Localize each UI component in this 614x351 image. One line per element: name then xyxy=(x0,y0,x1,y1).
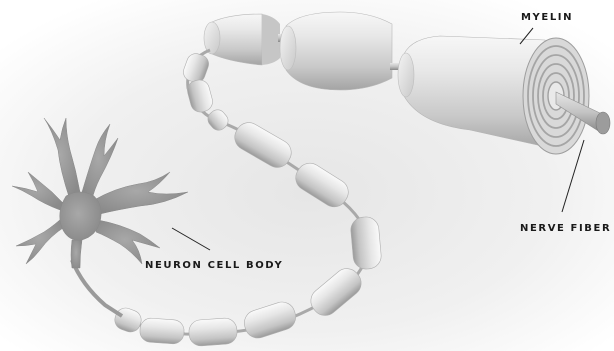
myelin-segment-b xyxy=(280,12,392,90)
nerve-fiber-label: NERVE FIBER xyxy=(520,223,611,235)
myelin-segment xyxy=(139,317,185,344)
myelin-segment xyxy=(350,216,382,270)
myelin-segment xyxy=(188,317,238,346)
neuron-cell-body-label: NEURON CELL BODY xyxy=(145,260,283,272)
myelin-label: MYELIN xyxy=(521,12,573,24)
